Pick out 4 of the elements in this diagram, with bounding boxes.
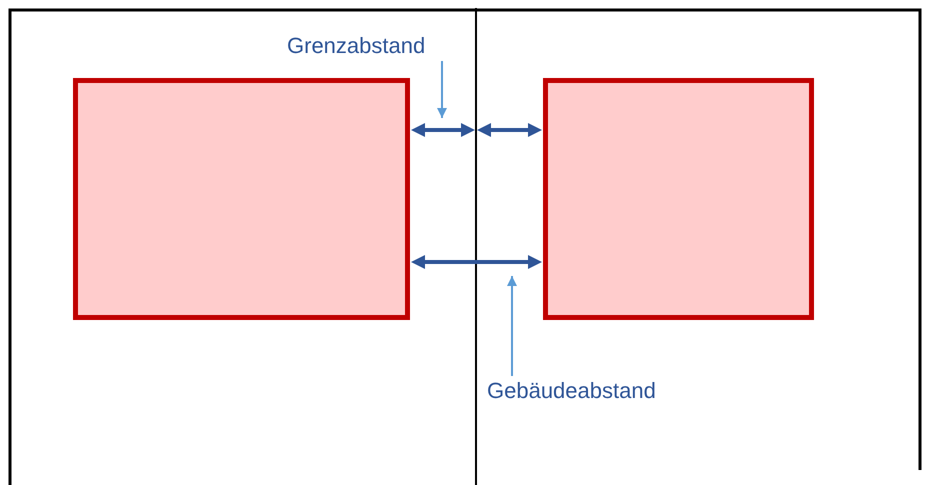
leader-line — [437, 61, 447, 118]
leader-line — [507, 276, 517, 376]
dimension-label: Grenzabstand — [287, 33, 426, 59]
dimension-label: Gebäudeabstand — [487, 378, 656, 404]
